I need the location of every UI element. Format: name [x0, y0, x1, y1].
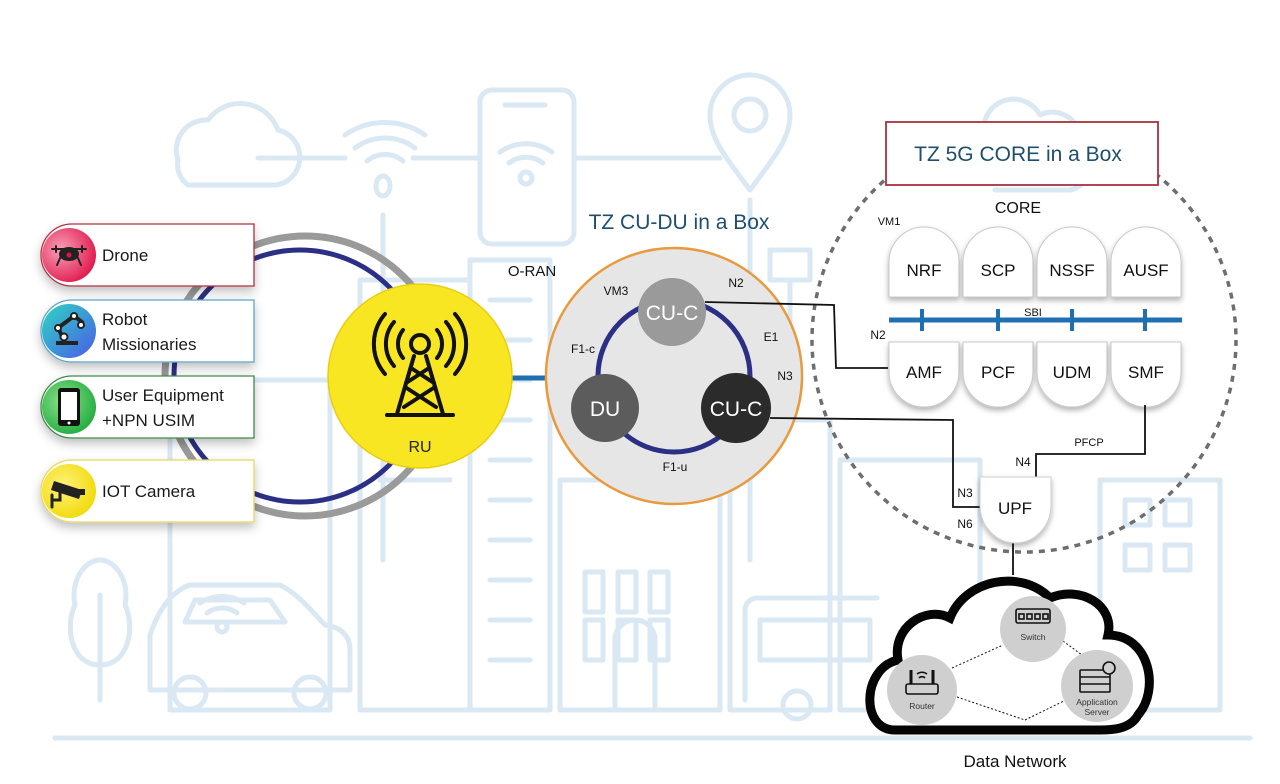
nf-label: AUSF	[1123, 261, 1168, 280]
device-card-frame	[40, 459, 255, 523]
n3-core-label: N3	[957, 486, 973, 500]
f1u-label: F1-u	[663, 460, 688, 474]
n6-label: N6	[957, 517, 973, 531]
drone-icon	[51, 245, 87, 266]
n4-pfcp-link	[1035, 405, 1146, 478]
data-network-links	[951, 640, 1083, 721]
nf-pcf[interactable]	[962, 341, 1034, 408]
smartphone-icon	[58, 388, 80, 426]
n3-link	[769, 417, 985, 508]
core-bottom-functions: AMF PCF UDM SMF	[888, 341, 1182, 408]
device-label: +NPN USIM	[102, 411, 195, 430]
cu-c-top-label: CU-C	[646, 302, 699, 325]
core-section-label: CORE	[995, 200, 1041, 217]
core-box: TZ 5G CORE in a Box CORE VM1 SBI N2 NRF S…	[810, 121, 1238, 554]
nf-label: UDM	[1053, 363, 1092, 382]
core-top-functions: NRF SCP NSSF AUSF	[888, 226, 1182, 298]
cu-c-bottom-label: CU-C	[710, 398, 763, 421]
sbi-label: SBI	[1024, 307, 1042, 319]
bg-wifi-icon-small	[197, 593, 247, 616]
network-switch-icon	[1015, 608, 1051, 624]
nf-udm[interactable]	[1036, 341, 1108, 408]
dn-node-label: Application	[1076, 697, 1118, 707]
upf-label: UPF	[998, 499, 1032, 518]
n4-label: N4	[1015, 455, 1031, 469]
n2-core-label: N2	[870, 328, 886, 342]
server-rack-icon	[1079, 661, 1116, 693]
du-node[interactable]	[571, 374, 639, 442]
ru-label: RU	[408, 439, 431, 456]
cctv-camera-icon	[50, 481, 85, 509]
cu-c-top-node[interactable]	[638, 278, 706, 346]
e1-label: E1	[764, 330, 779, 344]
nf-nssf[interactable]	[1036, 226, 1108, 298]
nf-smf[interactable]	[1110, 341, 1182, 408]
device-label: Drone	[102, 246, 148, 265]
device-label: Robot	[102, 310, 148, 329]
n3-cudu-label: N3	[777, 369, 793, 383]
bg-bus-icon	[742, 595, 880, 703]
nf-label: AMF	[906, 363, 942, 382]
oran-label: O-RAN	[508, 263, 556, 280]
dn-node-label: Switch	[1020, 632, 1045, 642]
cu-c-bottom-node[interactable]	[701, 373, 771, 443]
upf-node[interactable]	[979, 476, 1052, 544]
vm3-label: VM3	[604, 284, 629, 298]
device-label: IOT Camera	[102, 482, 196, 501]
device-card-1[interactable]	[40, 299, 255, 363]
connection-lines	[704, 301, 1146, 575]
nf-label: SMF	[1128, 363, 1164, 382]
wifi-router-icon	[905, 670, 939, 695]
device-icon-badge	[42, 304, 96, 358]
bg-phone-icon	[477, 87, 577, 247]
device-card-frame	[40, 375, 255, 439]
nf-label: NSSF	[1049, 261, 1094, 280]
radio-unit[interactable]: RU	[327, 283, 548, 469]
device-card-frame	[40, 223, 255, 287]
robot-arm-icon	[54, 312, 85, 345]
device-label: Missionaries	[102, 335, 196, 354]
bg-cloud-icon	[173, 101, 303, 188]
bg-wifi-icon	[342, 120, 428, 164]
cudu-title: TZ CU-DU in a Box	[589, 211, 770, 234]
dn-node-router[interactable]: Router	[887, 655, 957, 725]
nf-amf[interactable]	[888, 341, 960, 408]
bg-tree-icon	[67, 557, 133, 703]
device-card-frame	[40, 299, 255, 363]
bg-location-pin-icon	[707, 72, 793, 193]
nf-label: NRF	[907, 261, 942, 280]
sbi-bus	[889, 309, 1182, 331]
n2-cudu-label: N2	[728, 276, 744, 290]
dn-node-label: Server	[1084, 707, 1109, 717]
data-network-label: Data Network	[964, 752, 1067, 771]
cell-tower-icon	[371, 312, 469, 417]
nf-scp[interactable]	[962, 226, 1034, 298]
nf-label: SCP	[981, 261, 1016, 280]
vm1-label: VM1	[878, 216, 901, 228]
du-label: DU	[590, 398, 620, 421]
cudu-box: TZ CU-DU in a Box CU-C DU CU-C VM3 N2 E1…	[544, 211, 804, 506]
core-title-box	[885, 121, 1159, 186]
bg-car-icon	[147, 582, 353, 693]
n2-link	[704, 301, 888, 369]
pfcp-label: PFCP	[1074, 437, 1103, 449]
nf-label: PCF	[981, 363, 1015, 382]
device-label: User Equipment	[102, 386, 224, 405]
f1c-label: F1-c	[571, 342, 595, 356]
core-title: TZ 5G CORE in a Box	[914, 143, 1122, 166]
dn-node-label: Router	[909, 701, 935, 711]
nf-ausf[interactable]	[1110, 226, 1182, 298]
nf-nrf[interactable]	[888, 226, 960, 298]
dn-node-switch[interactable]: Switch	[1000, 596, 1066, 662]
